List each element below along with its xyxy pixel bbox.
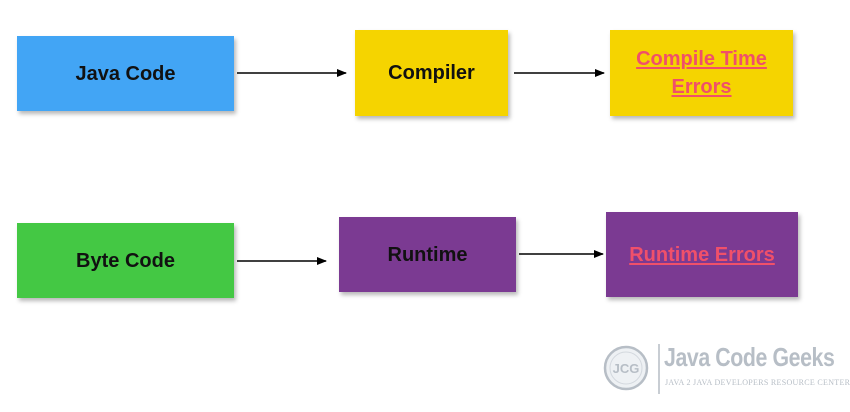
byte-code-node: Byte Code (17, 223, 234, 298)
runtime-errors-label: Runtime Errors (629, 243, 775, 266)
compiler-label: Compiler (388, 62, 475, 84)
jcg-mark-text: JCG (613, 361, 640, 376)
byte-code-label: Byte Code (76, 249, 175, 272)
runtime-errors-node: Runtime Errors (606, 212, 798, 297)
compile-time-errors-label-line1: Compile Time (636, 48, 767, 70)
logo-subtitle: JAVA 2 JAVA DEVELOPERS RESOURCE CENTER (665, 378, 850, 387)
runtime-label: Runtime (387, 243, 468, 266)
jcg-logo-icon: JCG (603, 345, 649, 391)
compiler-node: Compiler (355, 30, 508, 116)
logo-title: Java Code Geeks (664, 342, 835, 372)
logo-divider (658, 344, 660, 394)
runtime-node: Runtime (339, 217, 516, 292)
java-code-label: Java Code (75, 62, 176, 85)
java-code-geeks-logo: JCG Java Code Geeks JAVA 2 JAVA DEVELOPE… (598, 336, 850, 402)
compile-time-errors-node: Compile Time Errors (610, 30, 793, 116)
java-code-node: Java Code (17, 36, 234, 111)
compile-time-errors-label-line2: Errors (671, 76, 732, 98)
